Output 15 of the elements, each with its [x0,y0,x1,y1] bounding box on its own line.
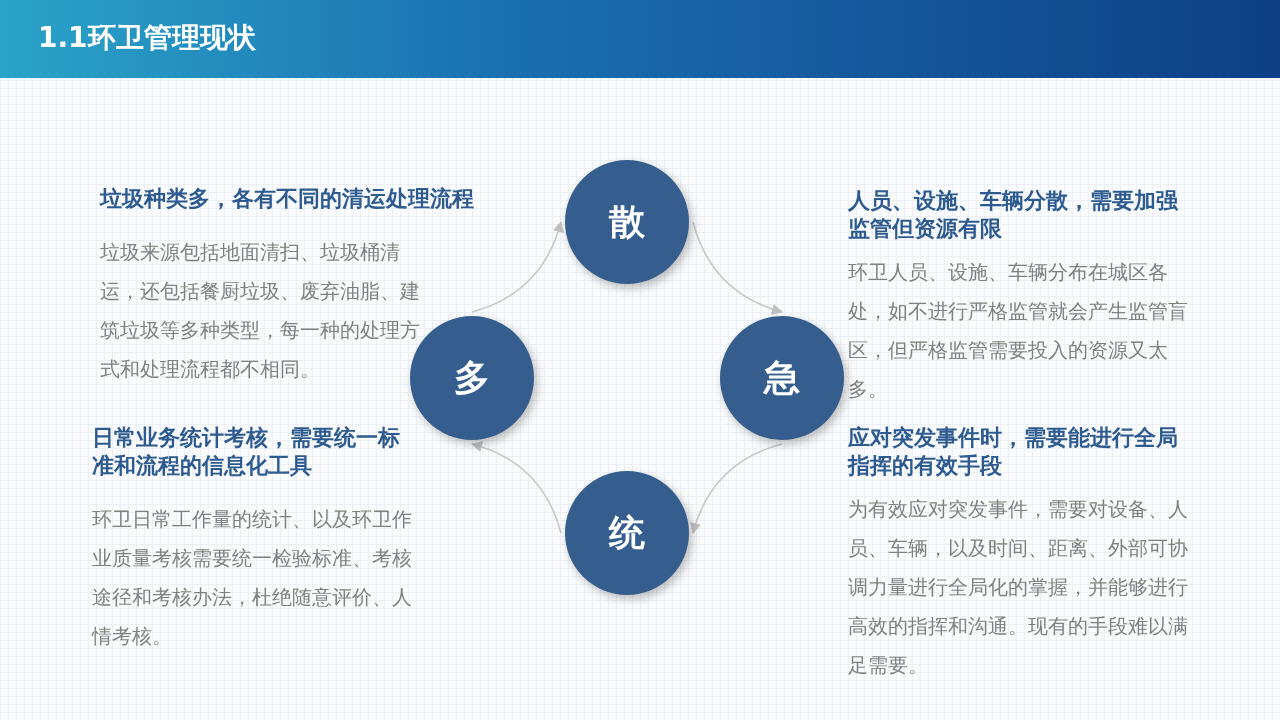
section-heading: 应对突发事件时，需要能进行全局指挥的有效手段 [848,424,1179,480]
cycle-arrow [692,221,784,315]
section-heading: 垃圾种类多，各有不同的清运处理流程 [100,185,475,213]
slide-title: 1.1环卫管理现状 [38,20,256,56]
description-text: 环卫人员、设施、车辆分布在城区各处，如不进行严格监管就会产生监管盲区，但严格监管需要投入的资源又太多。 [848,259,1189,403]
cycle-arrow [470,441,562,534]
section-heading: 日常业务统计考核，需要统一标准和流程的信息化工具 [92,424,401,480]
keyword-circle: 统 [565,471,689,595]
cycle-arrow [471,220,564,313]
keyword-circle: 急 [720,316,844,440]
description-text: 环卫日常工作量的统计、以及环卫作业质量考核需要统一检验标准、考核途径和考核办法，杜绝随意评价、人情考核。 [92,506,413,650]
keyword-circle: 散 [565,160,689,284]
section-heading: 人员、设施、车辆分散，需要加强监管但资源有限 [848,187,1178,243]
cycle-arrow [690,443,783,535]
description-text: 为有效应对突发事件，需要对设备、人员、车辆，以及时间、距离、外部可协调力量进行全局化的掌握，并能够进行高效的指挥和沟通。现有的手段难以满足需要。 [848,496,1189,679]
